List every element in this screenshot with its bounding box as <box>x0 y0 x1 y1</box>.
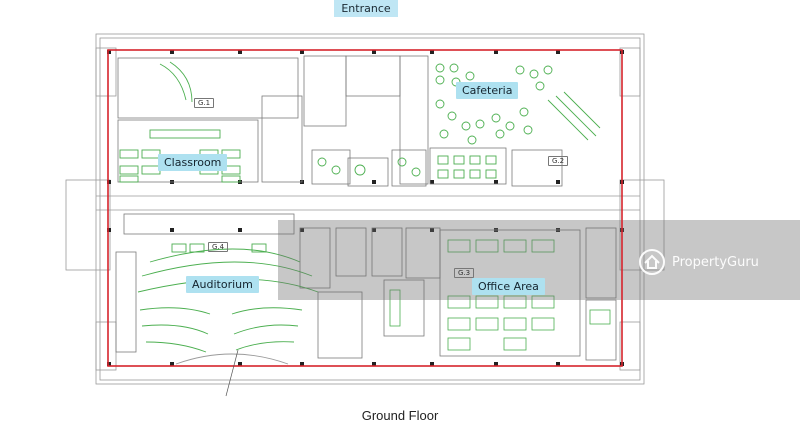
structural-columns <box>107 50 624 366</box>
interior-walls <box>115 55 617 361</box>
office-desks <box>389 239 611 351</box>
watermark-brand: PropertyGuru <box>672 254 759 270</box>
zone-label-classroom: Classroom <box>158 154 228 171</box>
room-code-g2: G.2 <box>548 156 569 166</box>
zone-label-auditorium: Auditorium <box>186 276 259 293</box>
leader-line <box>225 349 239 397</box>
zone-label-office-area: Office Area <box>472 278 545 295</box>
floor-outline <box>107 49 623 367</box>
room-code-g1: G.1 <box>194 98 215 108</box>
building-shell <box>65 33 665 385</box>
house-pin-icon <box>639 249 665 275</box>
room-code-g4: G.4 <box>208 242 229 252</box>
room-code-g3: G.3 <box>454 268 475 278</box>
propertyguru-watermark: PropertyGuru <box>638 248 759 276</box>
cafeteria-tables <box>317 63 601 179</box>
floor-caption: Ground Floor <box>361 408 439 423</box>
entrance-label: Entrance <box>334 0 398 17</box>
zone-label-cafeteria: Cafeteria <box>456 82 519 99</box>
